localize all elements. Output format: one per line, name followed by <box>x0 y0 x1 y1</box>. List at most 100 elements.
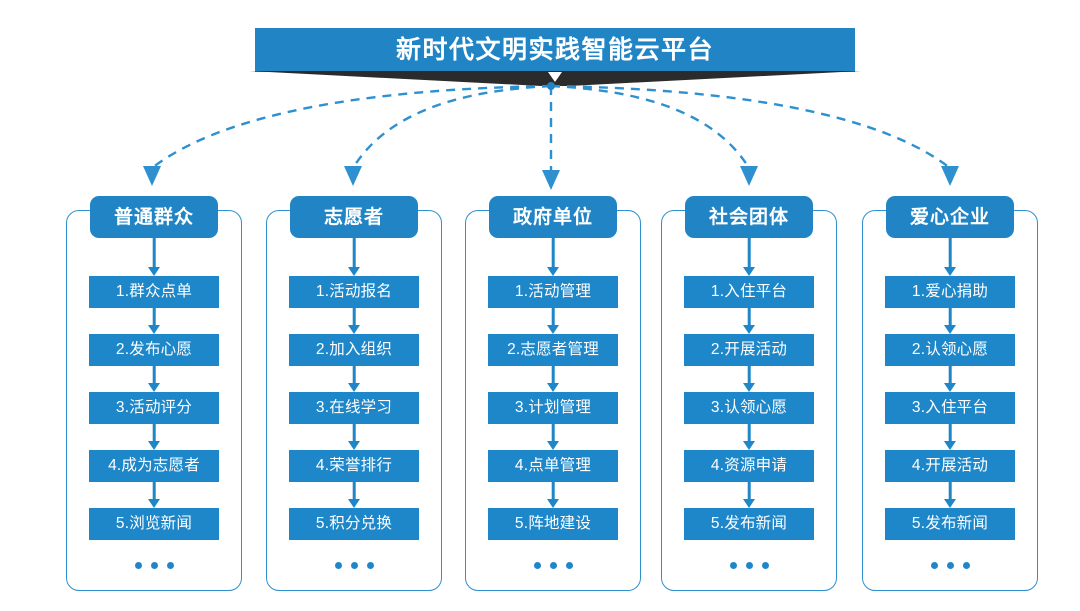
step-label: 5.发布新闻 <box>710 515 788 533</box>
step-item[interactable]: 2.发布心愿 <box>89 334 219 366</box>
step-connector-arrow <box>943 238 957 276</box>
arrow-down-icon <box>740 166 758 186</box>
step-label: 5.阵地建设 <box>514 515 592 533</box>
step-label: 5.浏览新闻 <box>115 515 193 533</box>
arrow-down-icon <box>542 170 560 190</box>
step-item[interactable]: 4.资源申请 <box>684 450 814 482</box>
fan-origin-node <box>547 82 555 90</box>
step-item[interactable]: 2.认领心愿 <box>885 334 1015 366</box>
step-label: 4.成为志愿者 <box>108 457 200 475</box>
banner-ribbon <box>249 71 861 86</box>
column-header-label: 社会团体 <box>708 206 789 228</box>
step-connector-arrow <box>742 238 756 276</box>
step-list-2: 1.活动管理 2.志愿者管理 3.计划管理 4.点单管理 5.阵地建设 <box>465 238 641 569</box>
role-columns: 普通群众 1.群众点单 2.发布心愿 3.活动评分 4.成为志愿者 5.浏览新闻… <box>0 196 1080 596</box>
step-item[interactable]: 2.加入组织 <box>289 334 419 366</box>
step-label: 4.资源申请 <box>710 457 788 475</box>
step-connector-arrow <box>147 366 161 392</box>
step-label: 3.计划管理 <box>514 399 592 417</box>
column-header-0[interactable]: 普通群众 <box>90 196 218 238</box>
step-label: 2.志愿者管理 <box>507 341 599 359</box>
more-indicator <box>533 562 573 569</box>
step-label: 1.活动报名 <box>315 283 393 301</box>
step-connector-arrow <box>347 424 361 450</box>
step-item[interactable]: 1.活动报名 <box>289 276 419 308</box>
more-indicator <box>134 562 174 569</box>
step-connector-arrow <box>147 308 161 334</box>
step-item[interactable]: 5.发布新闻 <box>885 508 1015 540</box>
column-header-label: 政府单位 <box>512 206 593 228</box>
step-connector-arrow <box>546 482 560 508</box>
step-connector-arrow <box>742 308 756 334</box>
column-header-label: 爱心企业 <box>909 206 990 228</box>
role-column-4: 爱心企业 1.爱心捐助 2.认领心愿 3.入住平台 4.开展活动 5.发布新闻 <box>862 196 1038 591</box>
column-header-4[interactable]: 爱心企业 <box>886 196 1014 238</box>
role-column-1: 志愿者 1.活动报名 2.加入组织 3.在线学习 4.荣誉排行 5.积分兑换 <box>266 196 442 591</box>
step-connector-arrow <box>147 482 161 508</box>
step-connector-arrow <box>147 424 161 450</box>
role-column-3: 社会团体 1.入住平台 2.开展活动 3.认领心愿 4.资源申请 5.发布新闻 <box>661 196 837 591</box>
column-header-label: 志愿者 <box>323 206 384 228</box>
role-column-0: 普通群众 1.群众点单 2.发布心愿 3.活动评分 4.成为志愿者 5.浏览新闻 <box>66 196 242 591</box>
step-connector-arrow <box>943 424 957 450</box>
step-label: 1.活动管理 <box>514 283 592 301</box>
step-label: 4.点单管理 <box>514 457 592 475</box>
step-item[interactable]: 4.成为志愿者 <box>89 450 219 482</box>
column-header-1[interactable]: 志愿者 <box>290 196 418 238</box>
chevron-down-icon <box>548 72 562 82</box>
step-connector-arrow <box>546 424 560 450</box>
step-connector-arrow <box>742 366 756 392</box>
step-label: 1.群众点单 <box>115 283 193 301</box>
step-item[interactable]: 3.认领心愿 <box>684 392 814 424</box>
step-item[interactable]: 4.开展活动 <box>885 450 1015 482</box>
step-connector-arrow <box>742 424 756 450</box>
step-item[interactable]: 3.在线学习 <box>289 392 419 424</box>
step-label: 4.荣誉排行 <box>315 457 393 475</box>
step-item[interactable]: 3.活动评分 <box>89 392 219 424</box>
arrow-down-icon <box>344 166 362 186</box>
step-connector-arrow <box>742 482 756 508</box>
step-connector-arrow <box>943 366 957 392</box>
step-connector-arrow <box>147 238 161 276</box>
more-indicator <box>729 562 769 569</box>
step-label: 5.发布新闻 <box>911 515 989 533</box>
banner-bar: 新时代文明实践智能云平台 <box>255 28 855 72</box>
step-item[interactable]: 2.开展活动 <box>684 334 814 366</box>
step-label: 3.活动评分 <box>115 399 193 417</box>
more-indicator <box>334 562 374 569</box>
arrow-down-icon <box>941 166 959 186</box>
step-connector-arrow <box>347 308 361 334</box>
step-item[interactable]: 1.爱心捐助 <box>885 276 1015 308</box>
step-connector-arrow <box>546 366 560 392</box>
step-item[interactable]: 5.发布新闻 <box>684 508 814 540</box>
column-header-3[interactable]: 社会团体 <box>685 196 813 238</box>
step-item[interactable]: 4.荣誉排行 <box>289 450 419 482</box>
step-label: 1.入住平台 <box>710 283 788 301</box>
platform-banner: 新时代文明实践智能云平台 <box>255 28 855 72</box>
step-label: 2.发布心愿 <box>115 341 193 359</box>
step-label: 3.入住平台 <box>911 399 989 417</box>
step-label: 5.积分兑换 <box>315 515 393 533</box>
step-list-4: 1.爱心捐助 2.认领心愿 3.入住平台 4.开展活动 5.发布新闻 <box>862 238 1038 569</box>
step-label: 3.在线学习 <box>315 399 393 417</box>
step-item[interactable]: 1.入住平台 <box>684 276 814 308</box>
step-item[interactable]: 3.入住平台 <box>885 392 1015 424</box>
step-item[interactable]: 5.积分兑换 <box>289 508 419 540</box>
step-item[interactable]: 5.浏览新闻 <box>89 508 219 540</box>
step-label: 1.爱心捐助 <box>911 283 989 301</box>
step-item[interactable]: 1.群众点单 <box>89 276 219 308</box>
step-item[interactable]: 2.志愿者管理 <box>488 334 618 366</box>
step-item[interactable]: 5.阵地建设 <box>488 508 618 540</box>
step-connector-arrow <box>347 482 361 508</box>
step-connector-arrow <box>546 238 560 276</box>
more-indicator <box>930 562 970 569</box>
step-label: 2.开展活动 <box>710 341 788 359</box>
step-item[interactable]: 1.活动管理 <box>488 276 618 308</box>
column-header-2[interactable]: 政府单位 <box>489 196 617 238</box>
step-connector-arrow <box>347 366 361 392</box>
step-item[interactable]: 4.点单管理 <box>488 450 618 482</box>
step-item[interactable]: 3.计划管理 <box>488 392 618 424</box>
step-label: 2.加入组织 <box>315 341 393 359</box>
step-label: 4.开展活动 <box>911 457 989 475</box>
arrow-down-icon <box>143 166 161 186</box>
